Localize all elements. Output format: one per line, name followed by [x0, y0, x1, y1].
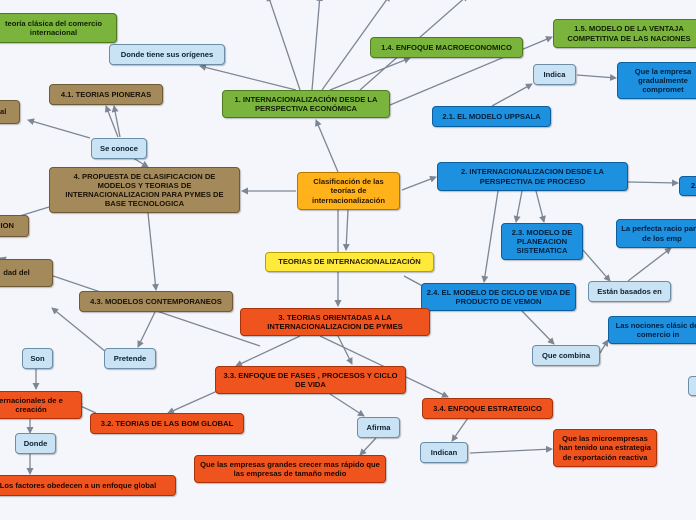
label-known-as[interactable]: Se conoce: [91, 138, 147, 159]
connector-line: [451, 417, 469, 442]
topic-left-edge-3[interactable]: dad del: [0, 259, 53, 287]
topic-born-global[interactable]: 3.2. TEORIAS DE LAS BOM GLOBAL: [90, 413, 244, 434]
connector-line: [521, 310, 555, 345]
topic-gradual-commitment[interactable]: Que la empresa gradualmente compromet: [617, 62, 696, 99]
topic-classic-notions[interactable]: Las nociones clásic del comercio in: [608, 316, 696, 344]
topic-process-right[interactable]: 2.: [679, 176, 696, 196]
connector-line: [27, 118, 91, 139]
connector-line: [576, 74, 617, 82]
topic-tech-pymes-classification[interactable]: 4. PROPUESTA DE CLASIFICACION DE MODELOS…: [49, 167, 240, 213]
topic-economic-perspective[interactable]: 1. INTERNACIONALIZACIÓN DESDE LA PERSPEC…: [222, 90, 390, 118]
topic-uppsala[interactable]: 2.1. EL MODELO UPPSALA: [432, 106, 551, 127]
topic-macroeconomic[interactable]: 1.4. ENFOQUE MACROECONOMICO: [370, 37, 523, 58]
connector-line: [599, 339, 609, 354]
connector-line: [51, 307, 107, 353]
label-combines[interactable]: Que combina: [532, 345, 600, 366]
connector-line: [266, 0, 301, 91]
topic-pymes-theories[interactable]: 3. TEORIAS ORIENTADAS A LA INTERNACIONAL…: [240, 308, 430, 336]
connector-line: [311, 0, 323, 91]
topic-competitive-advantage[interactable]: 1.5. MODELO DE LA VENTAJA COMPETITIVA DE…: [553, 19, 696, 48]
connector-line: [535, 190, 546, 223]
label-based-on[interactable]: Están basados en: [588, 281, 671, 302]
topic-classic-trade-theory[interactable]: teoría clásica del comercio internaciona…: [0, 13, 117, 43]
map-title[interactable]: TEORIAS DE INTERNACIONALIZACIÓN: [265, 252, 434, 272]
connector-line: [342, 209, 350, 251]
topic-product-life-cycle[interactable]: 2.4. EL MODELO DE CICLO DE VIDA DE PRODU…: [421, 283, 576, 311]
central-topic[interactable]: Clasificación de las teorías de internac…: [297, 172, 400, 210]
label-edge-right[interactable]: [688, 376, 696, 396]
topic-contemporary-models[interactable]: 4.3. MODELOS CONTEMPORANEOS: [79, 291, 233, 312]
topic-global-factors[interactable]: Los factores obedecen a un enfoque globa…: [0, 475, 176, 496]
label-affirms[interactable]: Afirma: [357, 417, 400, 438]
connector-line: [235, 335, 301, 367]
topic-perfect-rationality[interactable]: La perfecta racio parte de los emp: [616, 219, 696, 248]
label-indicate[interactable]: Indican: [420, 442, 468, 463]
label-intends[interactable]: Pretende: [104, 348, 156, 369]
topic-systematic-planning[interactable]: 2.3. MODELO DE PLANEACION SISTEMATICA: [501, 223, 583, 260]
connector-line: [329, 393, 365, 417]
connector-line: [401, 175, 437, 191]
connector-line: [315, 119, 339, 173]
label-are[interactable]: Son: [22, 348, 53, 369]
connector-line: [513, 190, 523, 223]
connector-line: [469, 445, 553, 454]
connector-line: [491, 83, 533, 107]
topic-reactive-export[interactable]: Que las microempresas han tenido una est…: [553, 429, 657, 467]
connector-line: [582, 249, 611, 282]
topic-left-edge-2[interactable]: CION: [0, 215, 29, 237]
label-indica[interactable]: Indica: [533, 64, 576, 85]
connector-line: [111, 105, 121, 138]
topic-large-firms-grow[interactable]: Que las empresas grandes crecer mas rápi…: [194, 455, 386, 483]
connector-line: [104, 105, 119, 138]
connector-line: [329, 56, 411, 91]
connector-line: [481, 190, 499, 283]
topic-left-edge-1[interactable]: cial: [0, 100, 20, 124]
topic-strategic-approach[interactable]: 3.4. ENFOQUE ESTRATEGICO: [422, 398, 553, 419]
connector-line: [359, 437, 377, 456]
connector-line: [147, 212, 159, 291]
label-where[interactable]: Donde: [15, 433, 56, 454]
connector-line: [627, 247, 672, 282]
connector-line: [337, 335, 353, 365]
connector-line: [199, 64, 297, 91]
label-origins[interactable]: Donde tiene sus orígenes: [109, 44, 225, 65]
connector-line: [137, 311, 156, 348]
topic-phases-processes[interactable]: 3.3. ENFOQUE DE FASES , PROCESOS Y CICLO…: [215, 366, 406, 394]
topic-pioneer-theories[interactable]: 4.1. TEORIAS PIONERAS: [49, 84, 163, 105]
topic-process-perspective[interactable]: 2. INTERNACIONALIZACION DESDE LA PERSPEC…: [437, 162, 628, 191]
connector-line: [627, 179, 679, 187]
topic-international-creation[interactable]: ernacionales de e creación: [0, 391, 82, 419]
